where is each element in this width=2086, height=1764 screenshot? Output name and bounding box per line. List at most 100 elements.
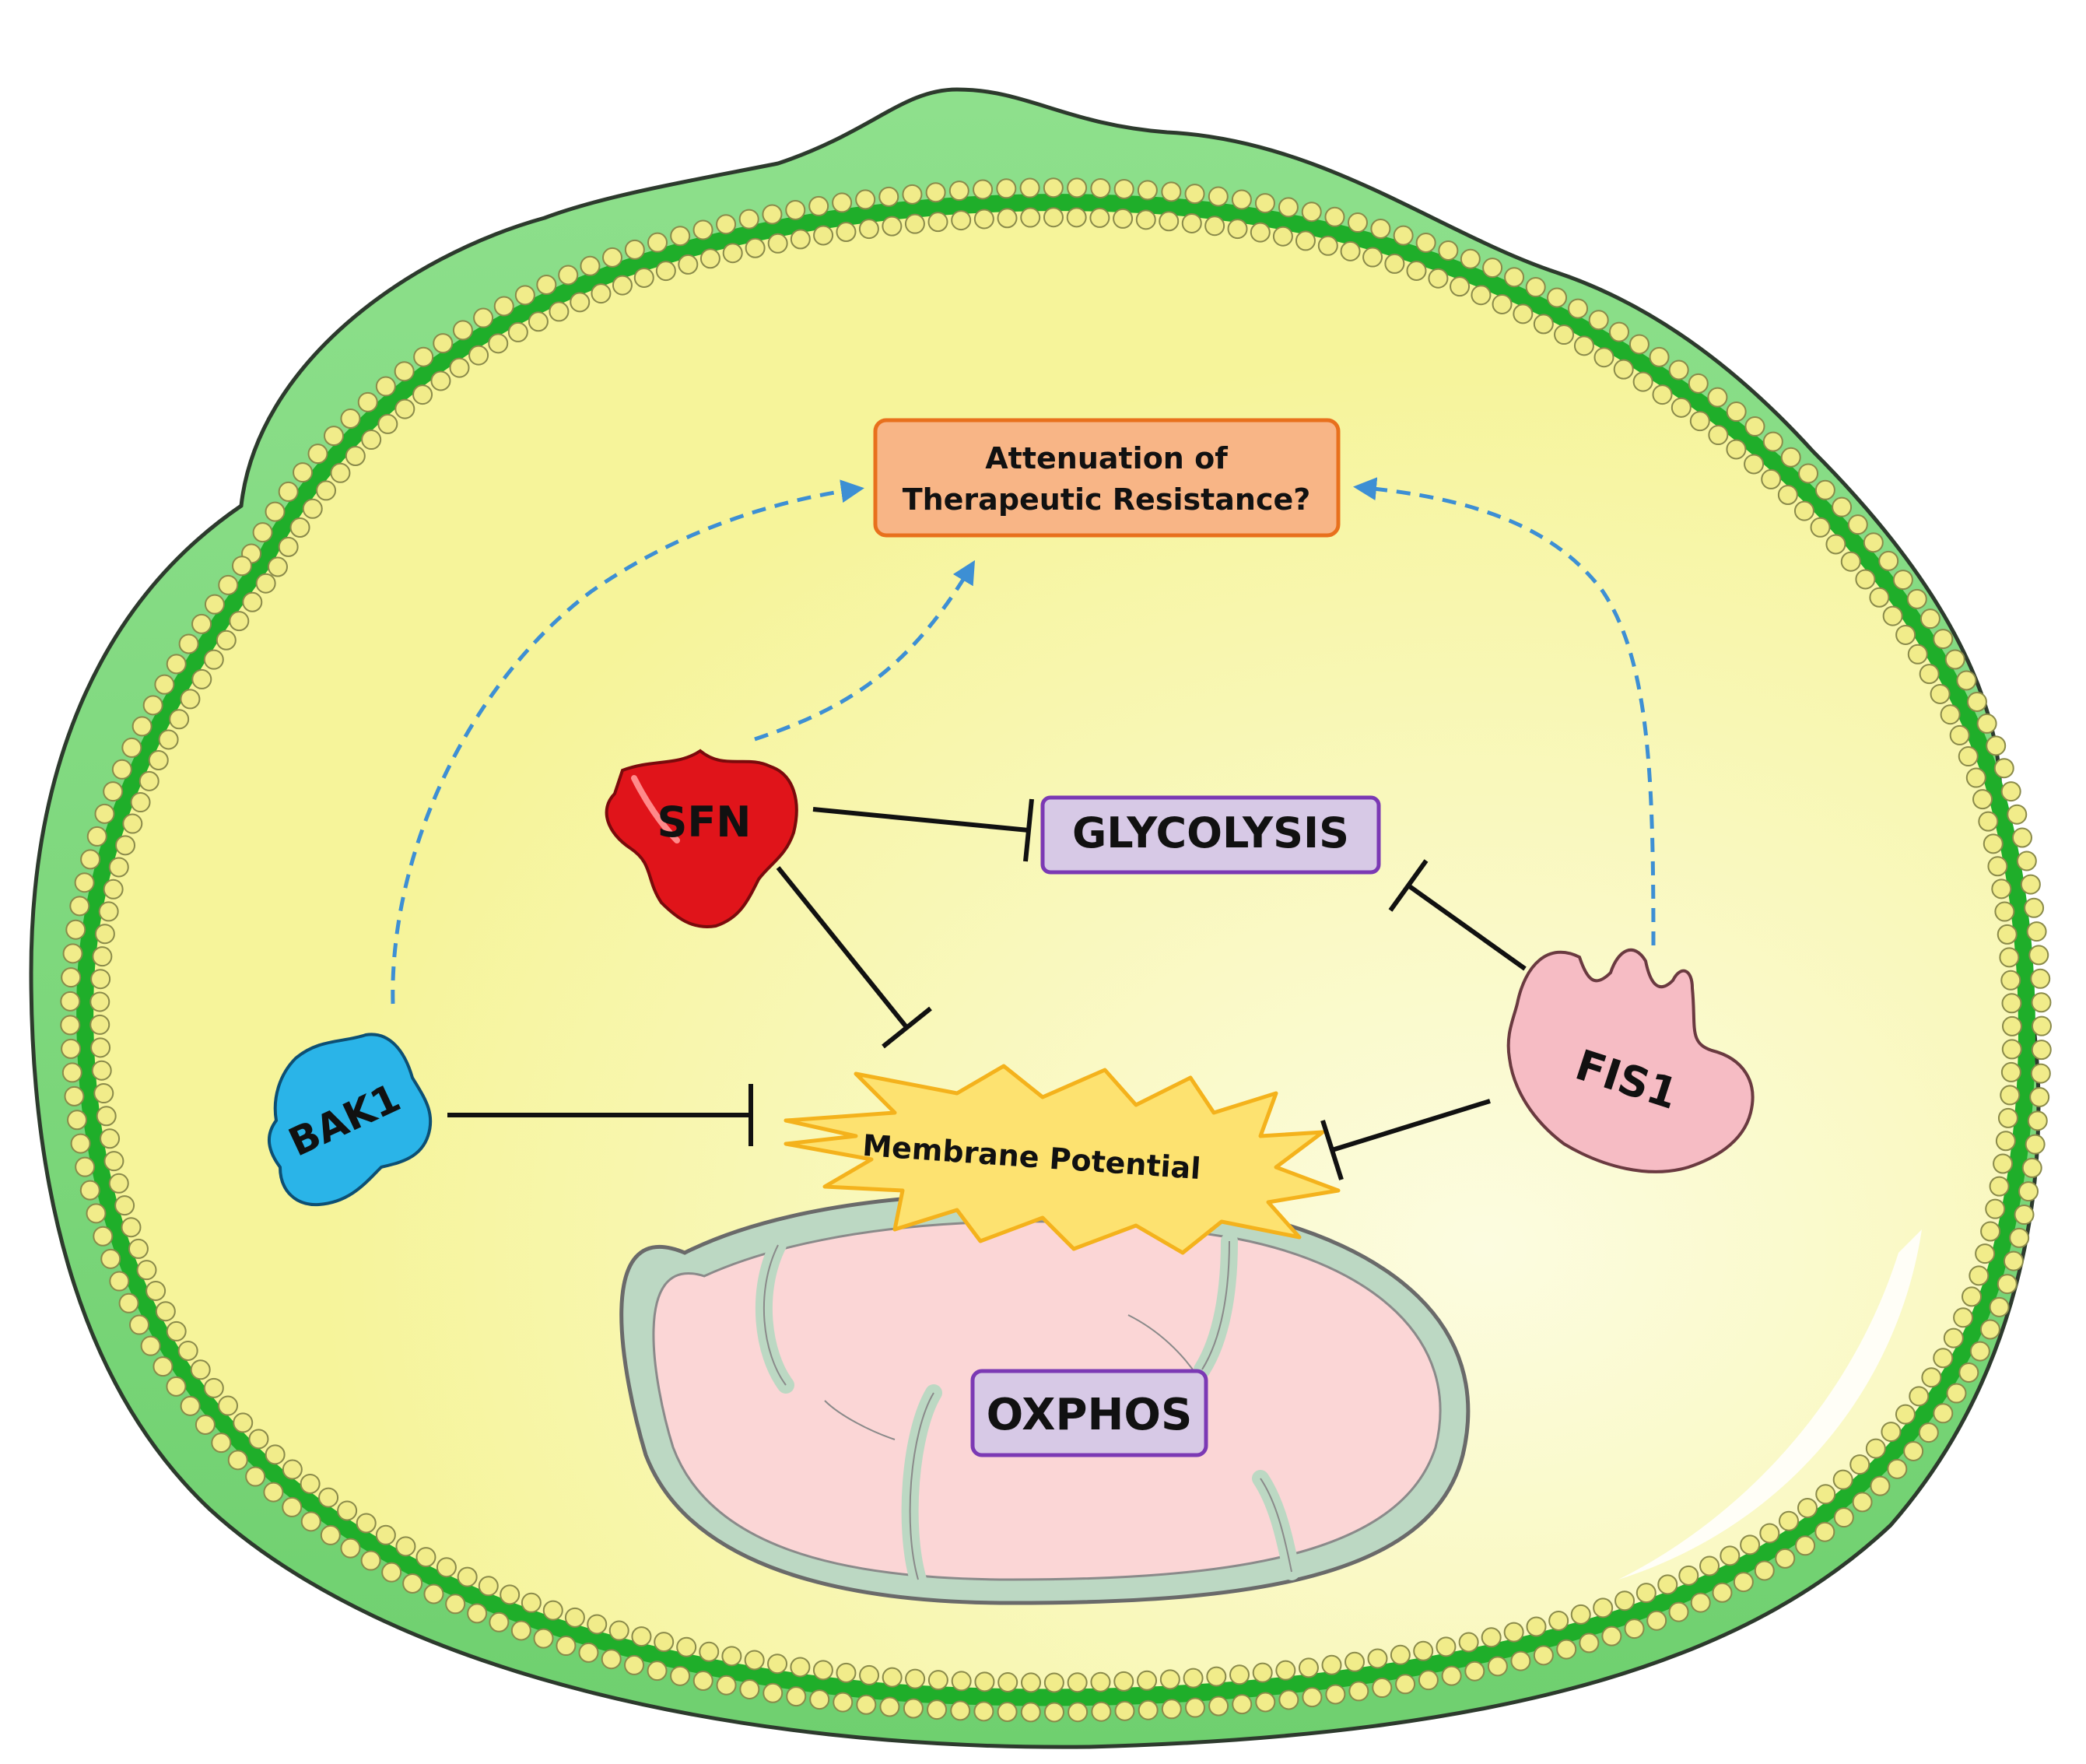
membrane-bead (925, 182, 946, 203)
membrane-bead (166, 1376, 187, 1397)
membrane-bead (1761, 468, 1782, 489)
membrane-bead (1798, 463, 1819, 484)
membrane-bead (1547, 287, 1568, 308)
membrane-bead (699, 1641, 720, 1662)
membrane-bead (580, 255, 601, 276)
membrane-bead (473, 307, 494, 328)
membrane-bead (1090, 1671, 1111, 1692)
membrane-bead (1278, 1689, 1299, 1710)
membrane-bead (1593, 347, 1614, 368)
membrane-bead (1668, 1601, 1689, 1622)
membrane-bead (69, 896, 90, 917)
membrane-bead (1481, 1627, 1502, 1648)
membrane-bead (229, 611, 250, 632)
membrane-bead (108, 1173, 129, 1194)
membrane-bead (413, 346, 434, 367)
membrane-bead (375, 376, 396, 397)
membrane-bead (1978, 811, 1999, 832)
membrane-bead (1020, 1702, 1041, 1723)
membrane-bead (973, 1701, 994, 1722)
membrane-bead (676, 1636, 697, 1657)
membrane-bead (140, 1335, 161, 1356)
membrane-bead (927, 1699, 948, 1720)
membrane-bead (1367, 1648, 1388, 1669)
membrane-bead (1976, 713, 1997, 734)
membrane-bead (647, 1661, 668, 1682)
membrane-bead (1208, 186, 1229, 207)
membrane-bead (536, 274, 557, 295)
membrane-bead (786, 1686, 807, 1707)
membrane-bead (1161, 181, 1182, 202)
membrane-bead (902, 184, 923, 205)
membrane-bead (1997, 924, 2018, 945)
membrane-bead (1067, 1672, 1088, 1693)
membrane-bead (692, 219, 713, 240)
membrane-bead (1690, 1592, 1711, 1613)
membrane-bead (64, 1085, 85, 1106)
membrane-bead (436, 1557, 457, 1578)
membrane-bead (950, 1700, 971, 1721)
membrane-bead (951, 1671, 972, 1692)
membrane-bead (1492, 293, 1513, 314)
membrane-bead (108, 857, 129, 878)
membrane-bead (1317, 235, 1338, 256)
membrane-bead (340, 409, 361, 430)
membrane-bead (121, 1217, 142, 1238)
membrane-bead (360, 1550, 381, 1571)
membrane-bead (91, 1060, 112, 1081)
membrane-bead (166, 1320, 187, 1341)
membrane-bead (114, 1195, 135, 1216)
membrane-bead (1043, 1672, 1064, 1693)
membrane-bead (1372, 1678, 1393, 1699)
membrane-bead (142, 695, 163, 716)
membrane-bead (1814, 479, 1835, 500)
membrane-bead (1347, 212, 1368, 233)
membrane-bead (1918, 1422, 1939, 1443)
membrane-bead (858, 219, 879, 240)
membrane-bead (510, 1620, 531, 1641)
membrane-bead (1987, 856, 2008, 877)
membrane-bead (1614, 1590, 1635, 1611)
inhibit-fis1-glycolysis-bar (1388, 859, 1429, 912)
membrane-bead (430, 370, 451, 391)
membrane-bead (1726, 402, 1747, 423)
membrane-bead (1919, 664, 1940, 685)
membrane-bead (882, 1667, 903, 1688)
membrane-bead (1993, 758, 2014, 779)
membrane-bead (2003, 1250, 2024, 1271)
cell-membrane (60, 177, 2052, 1723)
membrane-bead (1458, 1632, 1479, 1653)
membrane-bead (1362, 247, 1383, 268)
membrane-bead (1227, 219, 1248, 240)
membrane-bead (136, 1260, 157, 1281)
membrane-bead (337, 1500, 358, 1521)
membrane-bead (60, 1015, 81, 1036)
membrane-bead (121, 737, 142, 758)
membrane-bead (1348, 1681, 1369, 1702)
membrane-bead (721, 1646, 742, 1667)
membrane-bead (1678, 1565, 1699, 1586)
arrow-sfn-to-resistance (754, 559, 976, 742)
membrane-bead (1254, 193, 1275, 214)
membrane-bead (904, 213, 925, 234)
membrane-bead (1780, 447, 1801, 468)
membrane-bead (832, 192, 853, 213)
membrane-bead (670, 226, 691, 247)
membrane-bead (1994, 901, 2015, 922)
membrane-bead (1989, 1176, 2010, 1197)
membrane-bead (155, 1301, 176, 1322)
membrane-bead (361, 430, 382, 451)
membrane-bead (1503, 1622, 1524, 1643)
membrane-bead (62, 943, 83, 964)
membrane-bead (1504, 267, 1525, 288)
membrane-bead (1895, 1404, 1916, 1425)
membrane-bead (166, 654, 187, 675)
membrane-bead (1138, 1699, 1159, 1720)
membrane-bead (1231, 189, 1252, 210)
membrane-bead (1863, 532, 1884, 553)
membrane-bead (1137, 180, 1158, 201)
membrane-bead (1814, 1521, 1835, 1542)
membrane-bead (1965, 767, 1986, 788)
membrane-bead (1980, 1221, 2001, 1242)
membrane-bead (1579, 1632, 1600, 1654)
